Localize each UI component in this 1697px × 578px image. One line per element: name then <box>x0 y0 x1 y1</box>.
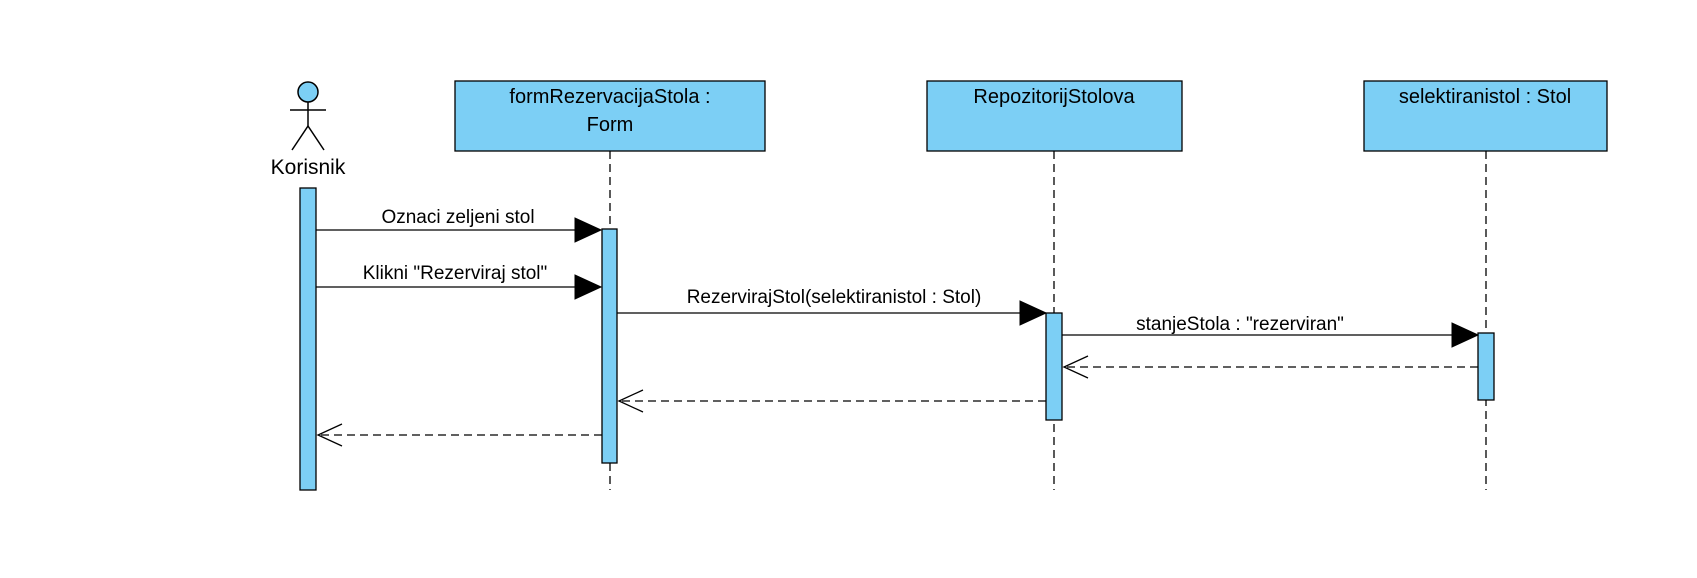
filled-arrowhead <box>1451 322 1480 348</box>
actor-label: Korisnik <box>271 156 346 179</box>
lifeline-header-repo: RepozitorijStolova <box>926 80 1183 152</box>
lifeline-box <box>926 80 1183 152</box>
message-oznaci-zeljeni-stol: Oznaci zeljeni stol <box>316 207 603 243</box>
lifeline-box <box>1363 80 1608 152</box>
message-label: Oznaci zeljeni stol <box>381 207 534 228</box>
lifeline-header-stol: selektiranistol : Stol <box>1363 80 1608 152</box>
lifeline-header-form: formRezervacijaStola : Form <box>454 80 766 152</box>
activation-form <box>601 228 618 464</box>
message-label: Klikni "Rezerviraj stol" <box>363 263 548 284</box>
lifeline-title-line1: formRezervacijaStola : <box>509 86 710 108</box>
lifeline-title-line2: Form <box>587 114 634 136</box>
message-label: RezervirajStol(selektiranistol : Stol) <box>687 287 982 308</box>
return-stol-to-repo <box>1062 355 1478 379</box>
return-form-to-korisnik <box>316 423 602 447</box>
filled-arrowhead <box>1019 300 1048 326</box>
lifeline-title: RepozitorijStolova <box>973 86 1135 108</box>
filled-arrowhead <box>574 217 603 243</box>
message-label: stanjeStola : "rezerviran" <box>1136 314 1344 335</box>
actor-icon <box>290 81 326 151</box>
lifeline-title: selektiranistol : Stol <box>1399 86 1571 108</box>
lifeline-box <box>454 80 766 152</box>
actor-korisnik: Korisnik <box>271 81 346 179</box>
message-stanjestola: stanjeStola : "rezerviran" <box>1062 314 1480 348</box>
filled-arrowhead <box>574 274 603 300</box>
open-arrowhead <box>1062 355 1089 379</box>
activation-stol <box>1477 332 1495 401</box>
message-rezervirajstol: RezervirajStol(selektiranistol : Stol) <box>617 287 1048 326</box>
open-arrowhead <box>316 423 343 447</box>
return-repo-to-form <box>617 389 1046 413</box>
activation-repo <box>1045 312 1063 421</box>
message-klikni-rezerviraj: Klikni "Rezerviraj stol" <box>316 263 603 300</box>
open-arrowhead <box>617 389 644 413</box>
activation-korisnik <box>299 187 317 491</box>
